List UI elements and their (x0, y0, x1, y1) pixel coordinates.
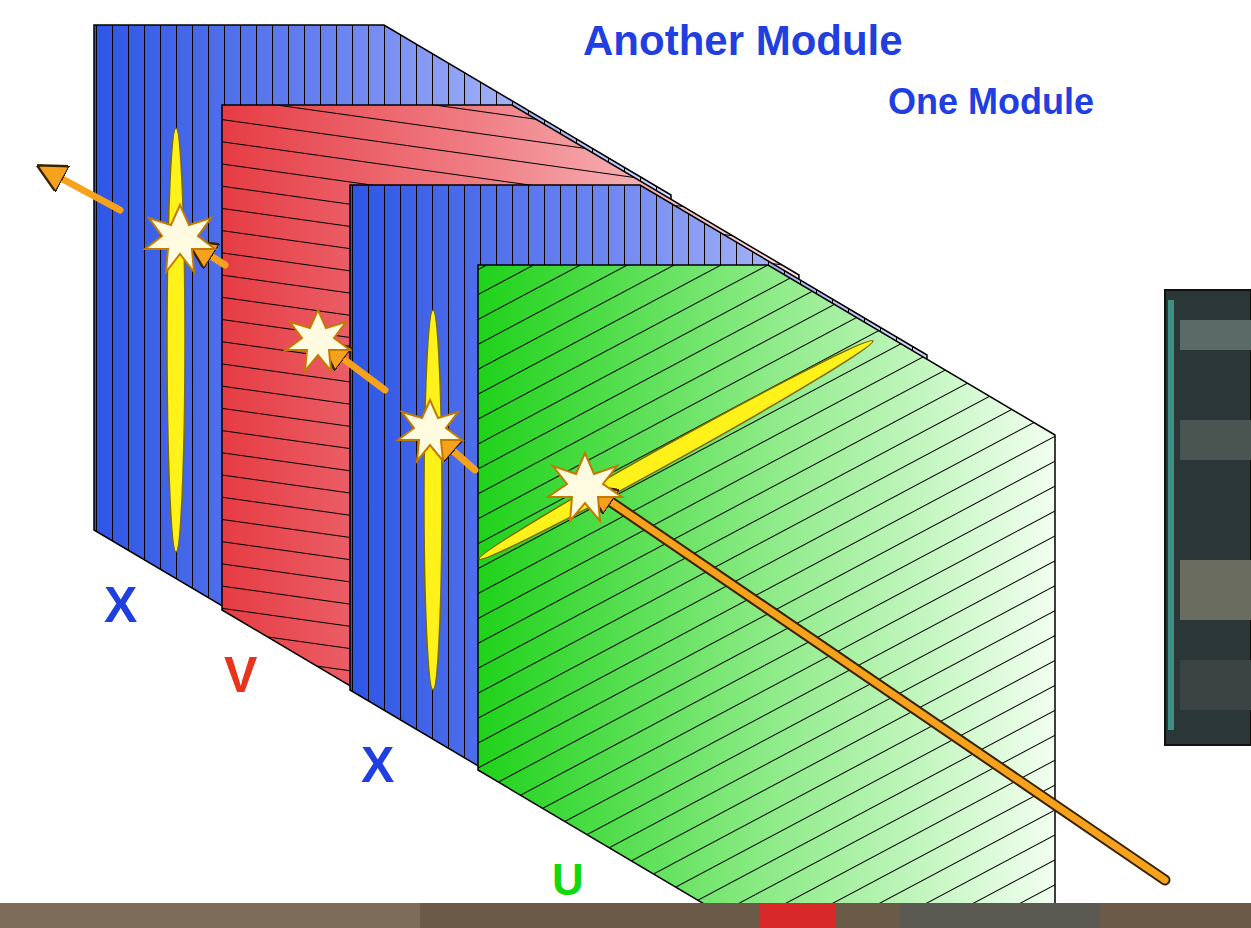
hit-stars (145, 205, 622, 521)
photo-detail (1180, 320, 1251, 350)
hit-star (548, 453, 622, 521)
photo-background (0, 903, 1251, 928)
hit-strip (167, 128, 185, 552)
plane-label: V (224, 650, 257, 700)
hit-star (398, 400, 462, 461)
photo-detail (1180, 660, 1251, 710)
photo-inset (1165, 290, 1251, 745)
hit-strip (475, 333, 877, 567)
photo-detail (1180, 560, 1251, 620)
photo-detail (760, 903, 835, 928)
photo-detail (1168, 300, 1174, 730)
photo-detail (900, 903, 1100, 928)
track-segment (42, 168, 120, 210)
photo-detail (1180, 420, 1251, 460)
module-label: One Module (888, 84, 1094, 120)
photo-frame (1165, 290, 1251, 745)
hit-star (145, 205, 215, 272)
plane-label: X (104, 580, 137, 630)
photo-strip (0, 903, 1251, 928)
track-segment (592, 489, 1165, 880)
particle-track (42, 168, 1165, 880)
hit-strip (424, 310, 442, 690)
hit-star (286, 310, 350, 371)
plane-label: X (361, 740, 394, 790)
module-label: Another Module (583, 20, 903, 62)
plane-face (478, 265, 1055, 928)
photo-detail (0, 903, 420, 928)
u-plane (478, 265, 1055, 928)
plane-label: U (552, 858, 584, 902)
track-segment (325, 345, 385, 390)
track-outline (592, 489, 1165, 880)
plane-strips (478, 265, 1055, 928)
